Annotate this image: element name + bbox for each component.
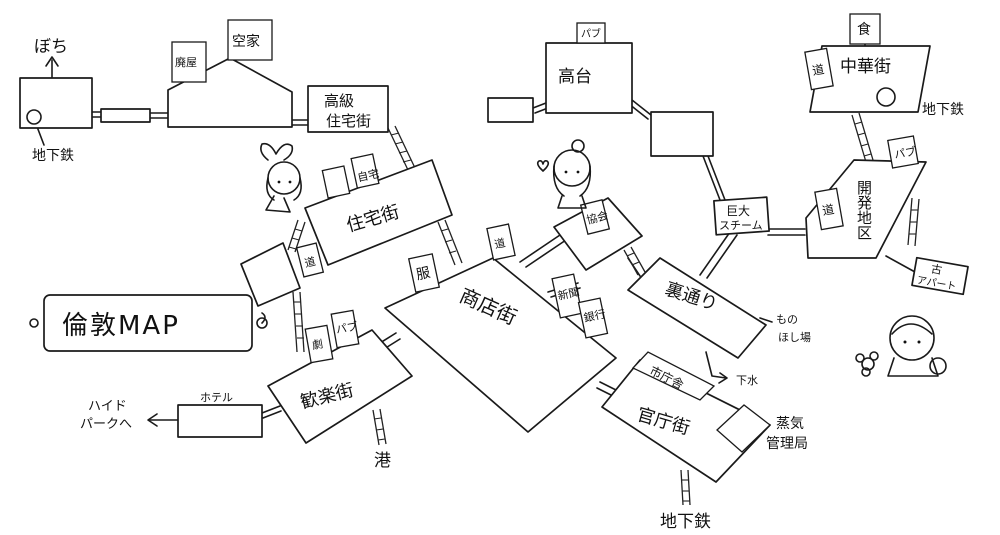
rail-track — [907, 197, 920, 247]
label-drying-1: もの — [776, 313, 798, 326]
label-sewer: 下水 — [736, 374, 758, 387]
label-abandoned-house: 廃屋 — [175, 55, 197, 69]
block-abandoned-house — [167, 19, 293, 128]
label-vacant-house: 空家 — [232, 33, 260, 50]
label-high-class-2: 住宅街 — [326, 112, 371, 130]
block-back-street — [627, 257, 767, 359]
rail-track — [387, 125, 416, 171]
label-hyde-park-1: ハイド — [88, 399, 127, 414]
label-clothing: 服 — [415, 265, 432, 284]
label-giant-1: 巨大 — [726, 204, 750, 218]
block-chinatown — [804, 13, 931, 113]
block-residential — [304, 153, 453, 266]
block-entertainment-district — [267, 309, 413, 444]
label-old-1: 古 — [930, 262, 943, 277]
label-road-shopping: 道 — [493, 235, 507, 251]
character-girl-ribbon — [260, 142, 302, 213]
subway-icon — [876, 87, 896, 107]
label-newspaper: 新聞 — [556, 284, 580, 302]
block-small-left — [240, 242, 301, 307]
rail-tracks — [287, 112, 920, 506]
label-road-chinatown: 道 — [811, 62, 825, 78]
label-theater: 劇 — [311, 336, 324, 352]
label-subway-northwest: 地下鉄 — [32, 148, 74, 164]
block-church — [553, 197, 643, 271]
label-pub-entertainment: パブ — [335, 319, 359, 337]
label-subway-south: 地下鉄 — [660, 512, 711, 532]
block-northwest — [19, 77, 93, 129]
label-food: 食 — [857, 21, 871, 38]
map-title-box — [29, 294, 268, 352]
block-hotel — [177, 404, 263, 438]
label-subway-northeast: 地下鉄 — [922, 102, 964, 118]
rail-track — [437, 219, 463, 266]
character-girl-bun — [536, 139, 592, 209]
label-hotel: ホテル — [200, 391, 233, 404]
label-port: 港 — [374, 451, 391, 471]
label-church: 協会 — [585, 209, 609, 227]
rail-track — [287, 219, 306, 253]
label-pub-highland: パブ — [581, 27, 601, 40]
label-steam-2: 管理局 — [766, 436, 808, 452]
label-chinatown: 中華街 — [840, 57, 891, 77]
block-old-apartment — [911, 256, 969, 296]
subway-icon — [26, 109, 42, 125]
label-pub-development: パブ — [893, 144, 917, 162]
label-drying-2: ほし場 — [778, 331, 811, 344]
block-corridor — [100, 108, 151, 123]
label-high-class-1: 高級 — [324, 92, 354, 110]
block-high-class-residential — [307, 85, 389, 133]
label-road-left: 道 — [303, 254, 317, 270]
label-development-district: 開発地区 — [855, 180, 873, 240]
block-shopping-street — [384, 223, 617, 433]
label-hyde-park-2: パークへ — [80, 417, 132, 432]
label-home: 自宅 — [356, 166, 380, 184]
road-sign-left — [295, 242, 325, 278]
block-highland — [487, 22, 714, 157]
rail-track — [372, 408, 387, 446]
character-boy-with-flowers — [855, 315, 947, 377]
label-giant-2: スチーム — [719, 219, 763, 232]
rail-track — [623, 246, 646, 276]
label-bank: 銀行 — [582, 306, 606, 324]
label-bochi: ぼち — [34, 37, 68, 57]
rail-track — [292, 291, 305, 353]
rail-track — [680, 469, 691, 506]
label-steam-1: 蒸気 — [776, 416, 804, 432]
rail-track — [851, 112, 874, 163]
block-government-district — [601, 351, 771, 483]
block-development-district — [805, 135, 927, 259]
block-giant-steam — [713, 196, 770, 236]
map-title: 倫敦MAP — [62, 311, 180, 341]
label-highland: 高台 — [558, 67, 592, 87]
label-road-development: 道 — [821, 202, 835, 218]
